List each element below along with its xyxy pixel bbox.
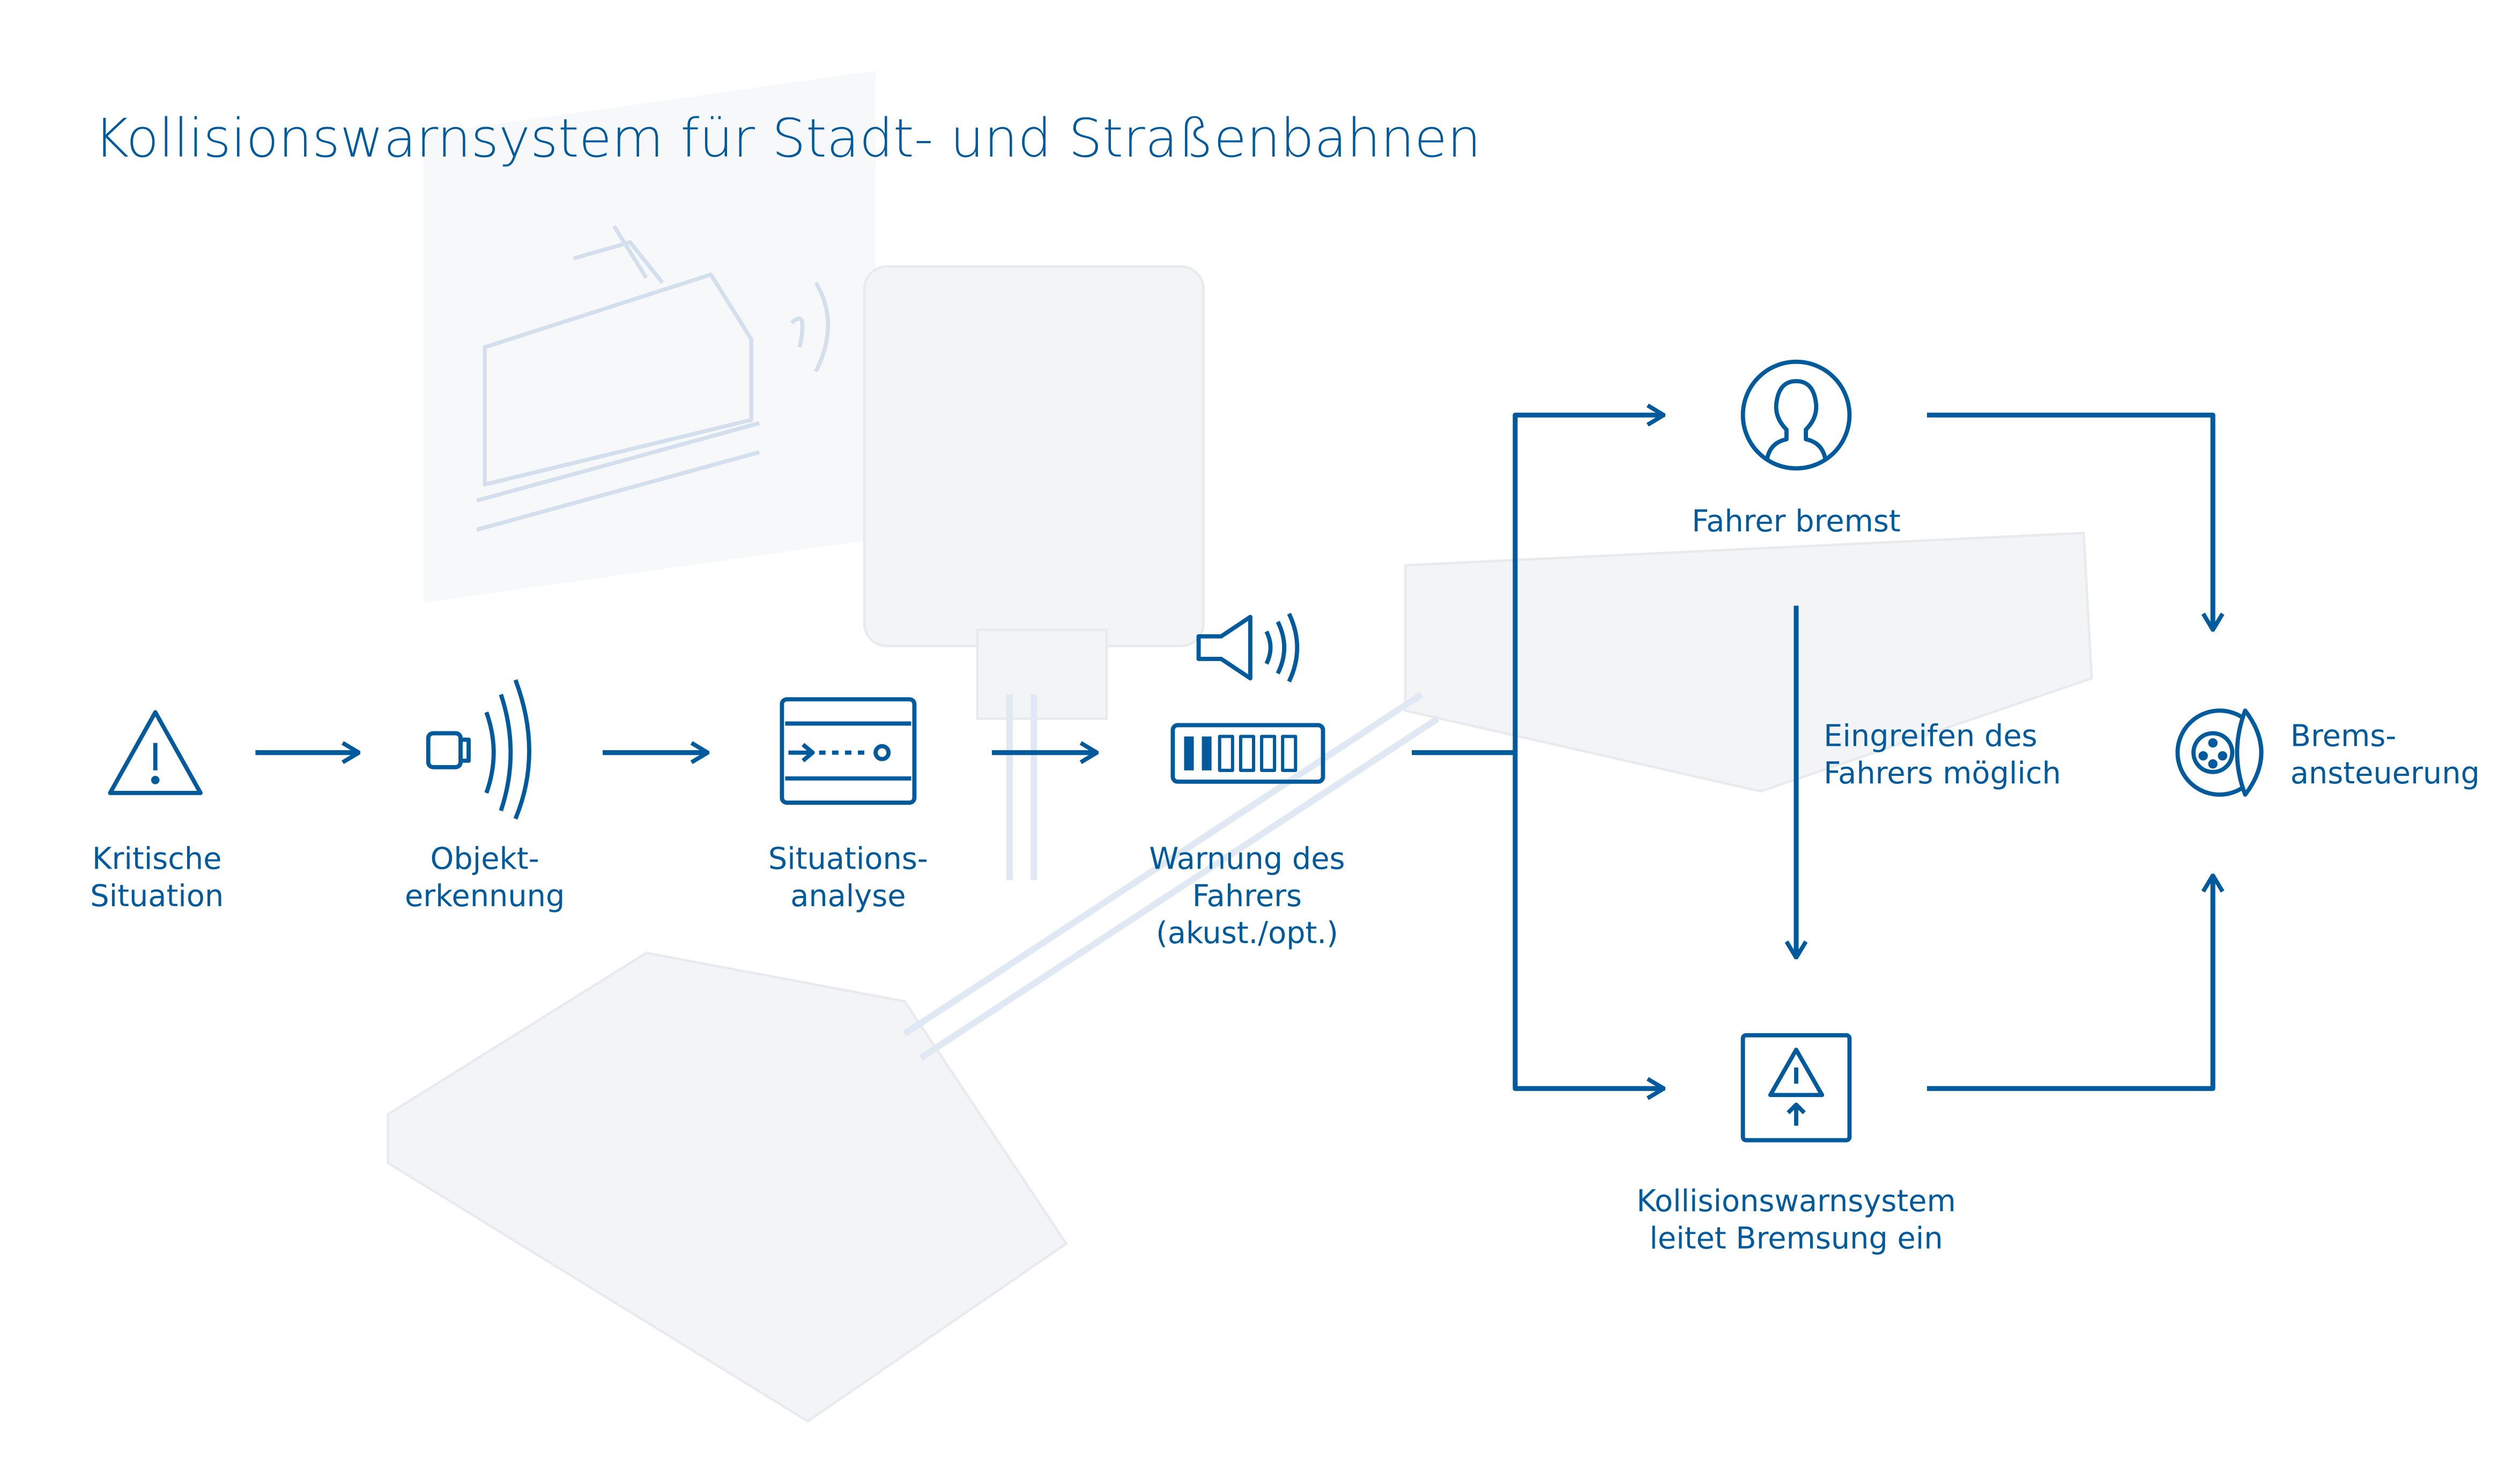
display-bar-icon [1170,723,1325,784]
situation-analysis-icon [780,697,917,805]
speaker-icon [1196,612,1300,683]
intervention-label: Fahrers möglich [1824,756,2061,791]
brake-label: ansteuerung [2291,756,2480,791]
step-label: Situation [90,879,224,914]
step-label: Objekt- [431,842,539,877]
arrow-to-system [1513,752,1664,1089]
arrow-system-to-brake [1927,876,2213,1091]
radar-sensor-bg [863,265,1205,648]
background-illustration [387,71,2093,1423]
warning-box-icon [1740,1033,1852,1143]
step-label: analyse [790,879,906,914]
page-title: Kollisionswarnsystem für Stadt- und Stra… [94,108,1481,169]
arrow-to-driver [1513,415,1664,753]
cable-stripes-bg [903,692,1440,1061]
step-label: (akust./opt.) [1156,916,1338,951]
ecu-bg [1404,531,2093,793]
tram-icon-bg [476,225,831,532]
system-label: Kollisionswarnsystem [1636,1184,1956,1219]
warning-triangle-icon [108,710,203,795]
tram-panel-bg [423,71,876,603]
sensor-waves-icon [426,679,531,820]
step-label: Warnung des [1149,842,1345,877]
step-label: Kritische [92,842,222,877]
brake-label: Brems- [2291,719,2397,754]
driver-brakes-label: Fahrer bremst [1692,504,1900,539]
brake-disc-icon [2175,708,2264,797]
intervention-label: Eingreifen des [1824,719,2037,754]
step-label: Situations- [768,842,928,877]
step-label: Fahrers [1192,879,1302,914]
step-label: erkennung [405,879,565,914]
control-unit-bg [387,951,1068,1423]
connector-bg [976,628,1108,720]
system-label: leitet Bremsung ein [1649,1221,1943,1256]
arrow-driver-to-brake [1927,412,2213,630]
person-icon [1740,359,1852,471]
